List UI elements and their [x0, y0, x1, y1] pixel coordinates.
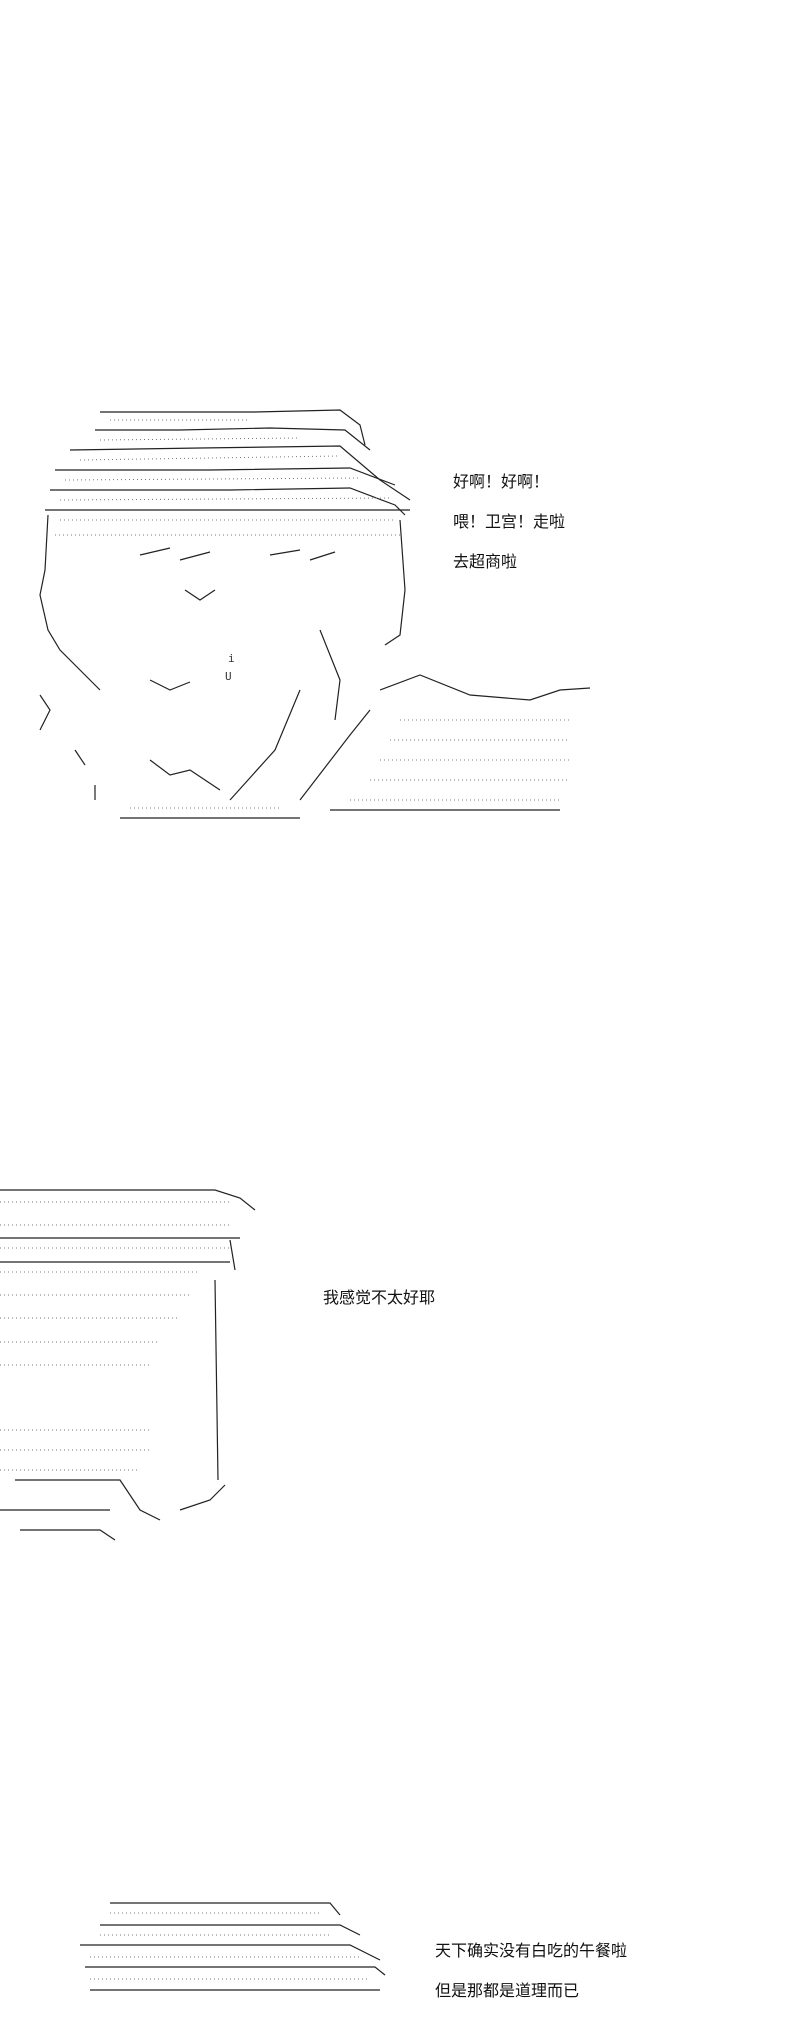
- panel-2: 我感觉不太好耶: [0, 1180, 800, 1550]
- ascii-art-figure-1: i U: [39, 409, 591, 819]
- dialogue-line: 喂！卫宫！走啦: [453, 512, 566, 531]
- svg-text:i: i: [228, 652, 235, 665]
- panel-3: 天下确实没有白吃的午餐啦 但是那都是道理而已: [0, 1895, 800, 2000]
- dialogue-line: 但是那都是道理而已: [435, 1981, 580, 2000]
- dialogue-line: 好啊！好啊！: [453, 472, 550, 491]
- dialogue-line: 去超商啦: [453, 552, 518, 571]
- dialogue-box-3: 天下确实没有白吃的午餐啦 但是那都是道理而已: [435, 1941, 627, 2021]
- dialogue-box-1: 好啊！好啊！ 喂！卫宫！走啦 去超商啦: [453, 472, 565, 592]
- ascii-art-figure-2: [0, 1189, 256, 1541]
- ascii-art-figure-3: [80, 1902, 386, 1991]
- dialogue-box-2: 我感觉不太好耶: [323, 1288, 435, 1328]
- svg-text:U: U: [225, 670, 232, 683]
- dialogue-line: 天下确实没有白吃的午餐啦: [435, 1941, 628, 1960]
- dialogue-line: 我感觉不太好耶: [323, 1288, 436, 1307]
- panel-1: i U 好啊！好啊！ 喂！卫宫！走啦 去超商啦: [0, 390, 800, 830]
